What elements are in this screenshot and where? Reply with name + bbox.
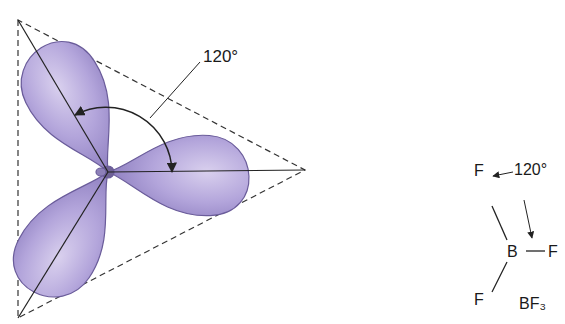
atom-label: B bbox=[507, 244, 518, 260]
bf3-bonds bbox=[492, 206, 545, 292]
formula-label: BF₃ bbox=[519, 296, 546, 312]
angle-arrow bbox=[493, 172, 513, 176]
angle-label: 120° bbox=[203, 48, 238, 65]
angle-arc bbox=[75, 107, 172, 172]
leader-line bbox=[150, 62, 200, 118]
axis-lines bbox=[18, 20, 305, 318]
angle-arrow bbox=[524, 200, 532, 238]
atom-label: F bbox=[548, 244, 558, 260]
angle-label: 120° bbox=[514, 162, 547, 178]
atom-label: F bbox=[474, 163, 484, 179]
atom-label: F bbox=[474, 292, 484, 308]
